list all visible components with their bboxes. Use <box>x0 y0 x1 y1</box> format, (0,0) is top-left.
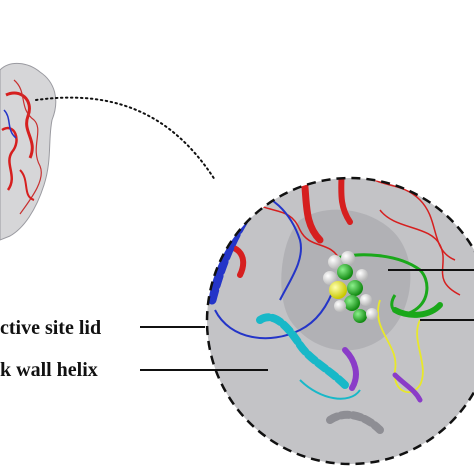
zoom-loop-cyan <box>299 379 361 400</box>
overview-loop-red-3 <box>19 169 35 201</box>
ligand-atom-green <box>353 309 367 323</box>
overview-surface <box>0 63 57 241</box>
zoom-helix-cyan <box>256 313 349 389</box>
ligand-atom-white <box>334 300 346 312</box>
ligand-spheres <box>323 251 378 323</box>
zoom-loop-blue <box>214 284 336 340</box>
zoom-strand-green <box>392 302 443 318</box>
zoom-strand-red-2 <box>337 178 353 225</box>
zoom-connector-dotted <box>35 96 216 181</box>
ligand-atom-white <box>360 294 372 306</box>
overview-loop-blue <box>3 109 17 139</box>
overview-strand-red-2 <box>1 126 18 191</box>
ligand-atom-green <box>337 264 353 280</box>
zoom-helix-grey <box>326 410 384 434</box>
zoom-loop-yellow <box>377 299 424 394</box>
zoom-view <box>207 178 474 464</box>
overview-strand-red <box>5 91 34 159</box>
zoom-loop-red-2 <box>379 209 461 296</box>
ligand-atom-yellow <box>329 281 347 299</box>
ligand-atom-white <box>356 269 368 281</box>
label-back-wall-helix: k wall helix <box>0 359 98 381</box>
zoom-strand-red-1 <box>296 178 324 244</box>
zoom-loop-red-3 <box>249 199 341 261</box>
label-active-site-lid: ctive site lid <box>0 317 101 339</box>
ligand-atom-green <box>347 280 363 296</box>
overview-loop-red <box>13 79 42 215</box>
zoom-strand-purple <box>342 347 359 391</box>
ligand-atom-white <box>341 251 355 265</box>
zoom-strand-purple-2 <box>392 372 423 403</box>
ligand-atom-white <box>366 308 378 320</box>
ligand-atom-green <box>344 295 360 311</box>
ligand-atom-white <box>323 271 337 285</box>
overview-protein <box>0 63 57 241</box>
ligand-atom-white <box>328 255 342 269</box>
